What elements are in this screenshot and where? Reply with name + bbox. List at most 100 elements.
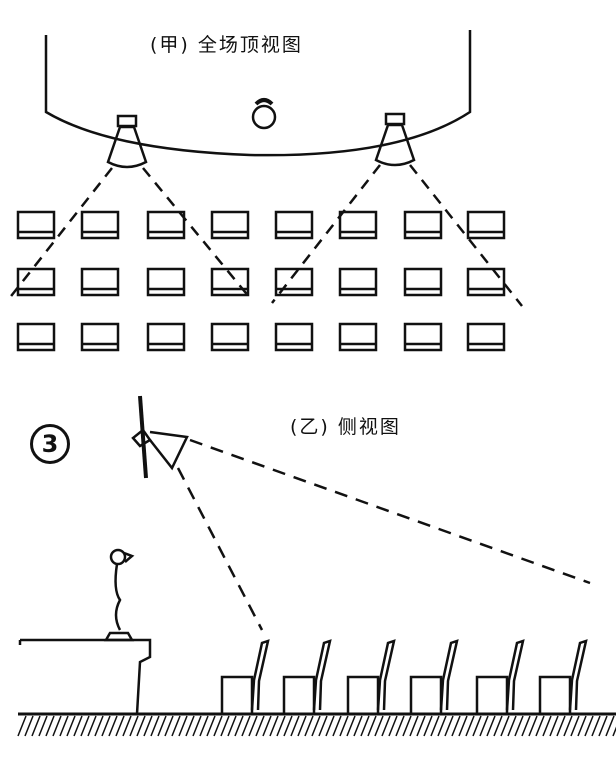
hatch-line — [241, 715, 251, 737]
seat — [338, 210, 378, 240]
hatch-line — [465, 715, 475, 737]
hatch-line — [129, 715, 139, 737]
hatch-line — [367, 715, 377, 737]
hatch-line — [206, 715, 216, 737]
ceiling-speaker-icon — [106, 114, 148, 169]
hatch-line — [73, 715, 83, 737]
hatch-line — [122, 715, 132, 737]
hatch-line — [157, 715, 167, 737]
top-view-label: (甲) 全场顶视图 — [150, 34, 303, 56]
seat — [80, 322, 120, 352]
side-seat — [409, 639, 459, 716]
hatch-line — [269, 715, 279, 737]
side-seat — [475, 639, 525, 716]
seat — [403, 267, 443, 297]
performer-icon — [251, 98, 277, 130]
hatch-line — [549, 715, 559, 737]
hatch-line — [94, 715, 104, 737]
hatch-line — [332, 715, 342, 737]
seat — [274, 210, 314, 240]
hatch-line — [192, 715, 202, 737]
microphone-icon — [103, 548, 135, 642]
hatch-line — [395, 715, 405, 737]
hatch-line — [150, 715, 160, 737]
floor-hatching — [17, 715, 616, 737]
seat — [16, 322, 56, 352]
hatch-line — [262, 715, 272, 737]
top-view-diagram — [7, 30, 523, 352]
side-seat — [220, 639, 270, 716]
seat — [210, 210, 250, 240]
hatch-line — [17, 715, 27, 737]
hatch-line — [591, 715, 601, 737]
side-seat — [346, 639, 396, 716]
hatch-line — [59, 715, 69, 737]
coverage-lines-top — [7, 164, 523, 307]
side-view-diagram — [17, 395, 616, 737]
hatch-line — [185, 715, 195, 737]
stage-platform — [18, 638, 152, 715]
side-seat — [282, 639, 332, 716]
seat — [338, 267, 378, 297]
coverage-lines-side — [176, 438, 591, 631]
hatch-line — [556, 715, 566, 737]
seat — [403, 210, 443, 240]
hatch-line — [304, 715, 314, 737]
seat — [146, 322, 186, 352]
hatch-line — [451, 715, 461, 737]
seat — [466, 267, 506, 297]
hatch-line — [514, 715, 524, 737]
seat — [16, 267, 56, 297]
seat — [274, 267, 314, 297]
side-view-label: (乙) 侧视图 — [290, 416, 401, 438]
seat — [80, 210, 120, 240]
hatch-line — [87, 715, 97, 737]
hatch-line — [479, 715, 489, 737]
side-seat — [538, 639, 588, 716]
seat — [210, 267, 250, 297]
hatch-line — [31, 715, 41, 737]
seat — [210, 322, 250, 352]
hatch-line — [213, 715, 223, 737]
hatch-line — [80, 715, 90, 737]
hatch-line — [486, 715, 496, 737]
hatch-line — [430, 715, 440, 737]
hatch-line — [507, 715, 517, 737]
hatch-line — [584, 715, 594, 737]
hatch-line — [248, 715, 258, 737]
seat — [146, 210, 186, 240]
hatch-line — [45, 715, 55, 737]
hatch-line — [388, 715, 398, 737]
hatch-line — [416, 715, 426, 737]
hatch-line — [612, 726, 616, 737]
hatch-line — [444, 715, 454, 737]
hatch-line — [598, 715, 608, 737]
hatch-line — [171, 715, 181, 737]
seat — [338, 322, 378, 352]
hatch-line — [535, 715, 545, 737]
hatch-line — [234, 715, 244, 737]
hatch-line — [381, 715, 391, 737]
hatch-line — [164, 715, 174, 737]
hatch-line — [374, 715, 384, 737]
hatch-line — [409, 715, 419, 737]
hatch-line — [143, 715, 153, 737]
seat — [146, 267, 186, 297]
figure-number-badge: 3 — [30, 424, 70, 464]
hatch-line — [528, 715, 538, 737]
hatch-line — [570, 715, 580, 737]
hatch-line — [290, 715, 300, 737]
hatch-line — [563, 715, 573, 737]
hall-outline — [44, 30, 472, 157]
hatch-line — [136, 715, 146, 737]
seat — [403, 322, 443, 352]
hatch-line — [108, 715, 118, 737]
hatch-line — [297, 715, 307, 737]
hatch-line — [283, 715, 293, 737]
hatch-line — [227, 715, 237, 737]
hatch-line — [437, 715, 447, 737]
hatch-line — [339, 715, 349, 737]
hatch-line — [353, 715, 363, 737]
seat — [80, 267, 120, 297]
hatch-line — [542, 715, 552, 737]
